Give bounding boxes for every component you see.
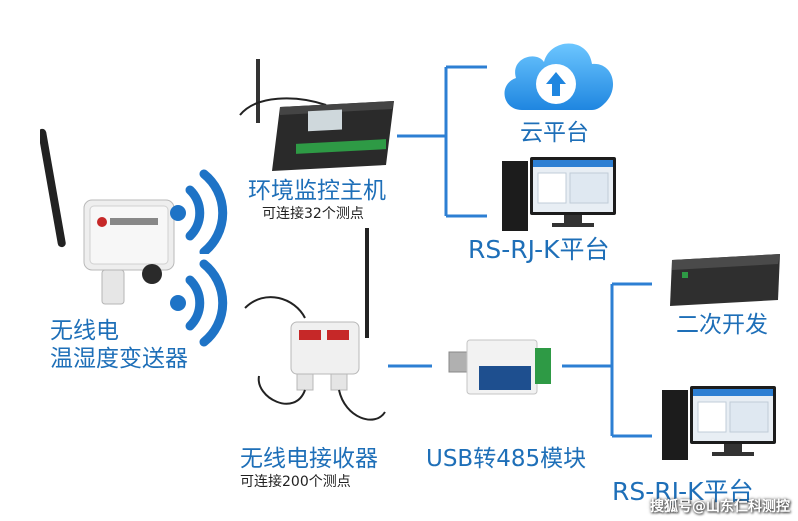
transmitter-device <box>40 128 175 305</box>
antenna-icon <box>256 59 260 123</box>
wifi-signal-icon-2 <box>170 259 228 347</box>
cloud-upload-icon <box>504 43 614 110</box>
platform-computer-bottom <box>662 386 776 460</box>
platform-bottom-title: RS-RJ-K平台 <box>612 477 754 506</box>
monitoring-host-device <box>239 59 394 171</box>
sensor-label-line2: 温湿度变送器 <box>50 346 188 372</box>
host-subtitle: 可连接32个测点 <box>262 206 364 222</box>
platform-top-title: RS-RJ-K平台 <box>468 235 610 264</box>
antenna-icon <box>40 128 66 248</box>
wifi-signal-icon <box>170 169 228 254</box>
receiver-device <box>244 228 386 421</box>
secondary-dev-device <box>670 254 780 306</box>
secondary-dev-title: 二次开发 <box>676 312 768 338</box>
host-title: 环境监控主机 <box>248 178 386 204</box>
receiver-title: 无线电接收器 <box>240 446 378 472</box>
antenna-icon <box>365 228 369 338</box>
usb-plug-icon <box>448 351 470 373</box>
watermark-text: 搜狐号@山东仁科测控 <box>650 499 790 515</box>
platform-computer-top <box>502 157 616 231</box>
sensor-label-line1: 无线电 <box>50 318 119 344</box>
probe-icon <box>101 269 125 305</box>
cloud-title: 云平台 <box>520 120 589 146</box>
receiver-subtitle: 可连接200个测点 <box>240 474 351 490</box>
usb-485-module-device <box>448 339 551 395</box>
usb-module-title: USB转485模块 <box>426 446 587 472</box>
